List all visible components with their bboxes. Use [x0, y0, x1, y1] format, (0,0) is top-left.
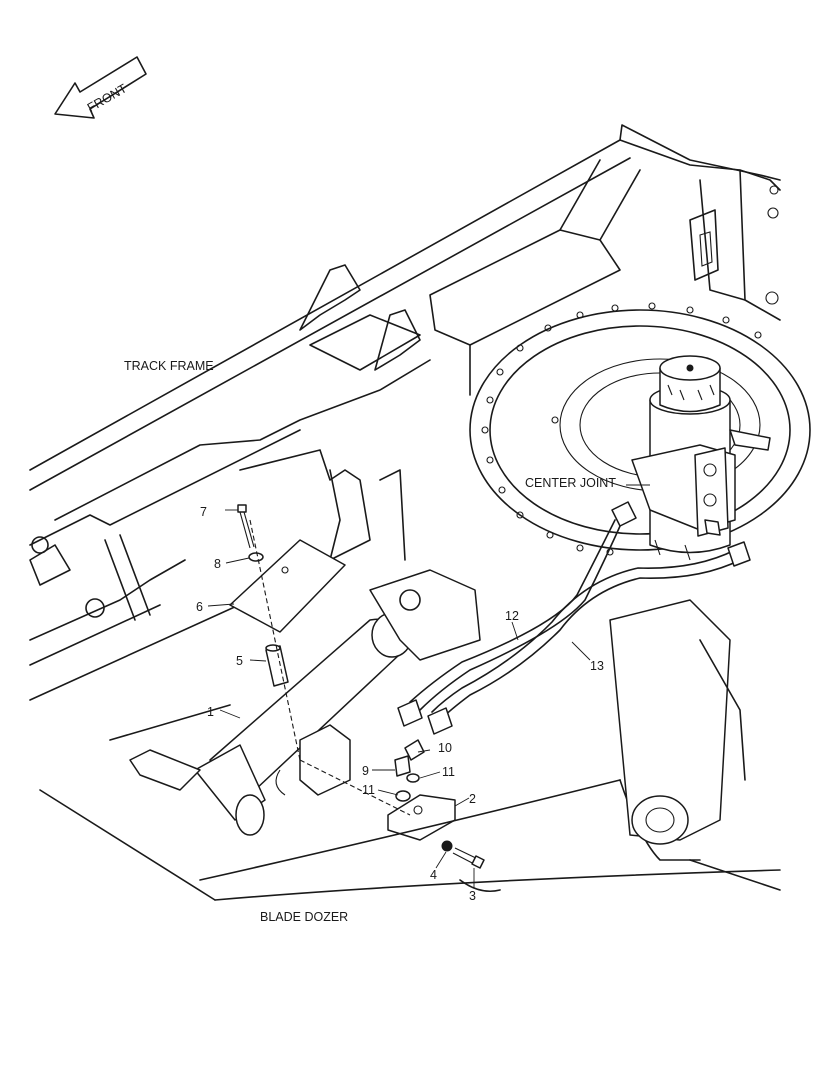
turntable [469, 302, 811, 556]
front-label: FRONT [85, 81, 130, 115]
blade-cylinder [129, 569, 481, 841]
callout-3: 3 [469, 889, 476, 903]
blade-dozer-label: BLADE DOZER [260, 910, 348, 924]
front-arrow: FRONT [54, 56, 147, 119]
callout-4: 4 [430, 868, 437, 882]
track-frame [29, 124, 781, 701]
callout-12: 12 [505, 609, 519, 623]
leader-lines [207, 484, 650, 888]
callout-8: 8 [214, 557, 221, 571]
callout-11b: 11 [362, 783, 375, 797]
callout-1: 1 [207, 705, 214, 719]
callout-13: 13 [590, 659, 604, 673]
hoses [397, 501, 751, 735]
center-joint [631, 355, 771, 561]
track-frame-label: TRACK FRAME [124, 359, 214, 373]
callout-5: 5 [236, 654, 243, 668]
callout-9: 9 [362, 764, 369, 778]
center-joint-label: CENTER JOINT [525, 476, 616, 490]
callout-6: 6 [196, 600, 203, 614]
blade-dozer [39, 599, 781, 901]
callout-7: 7 [200, 505, 207, 519]
callout-2: 2 [469, 792, 476, 806]
callout-10: 10 [438, 741, 452, 755]
fasteners [229, 504, 485, 869]
callout-11a: 11 [442, 765, 455, 779]
